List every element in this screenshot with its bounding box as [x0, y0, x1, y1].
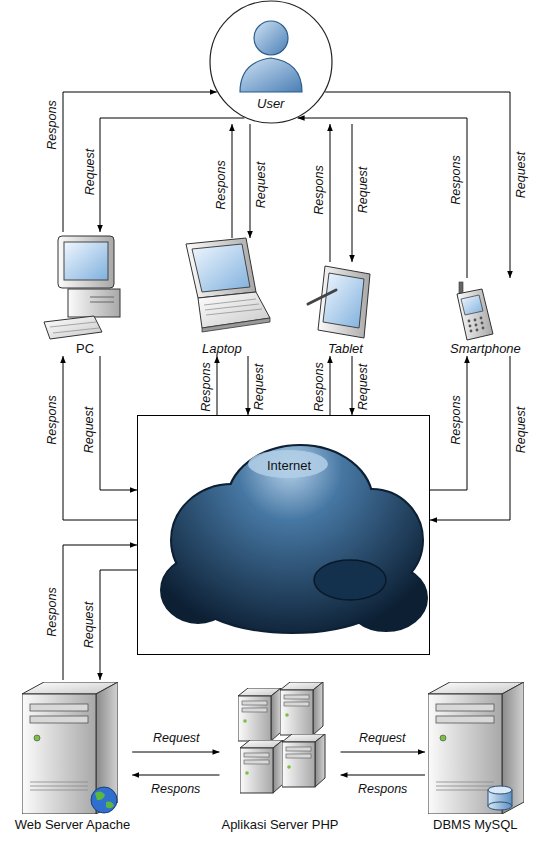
edge-label: Respons: [214, 159, 228, 210]
node-label: Aplikasi Server PHP: [221, 817, 338, 832]
request-response-arrow: [100, 570, 137, 680]
edge-label: Request: [83, 148, 97, 197]
request-response-arrow: [132, 775, 219, 776]
edge-label: Request: [82, 406, 96, 455]
smartphone-device: Smartphone: [440, 278, 530, 356]
request-response-arrow: [352, 124, 353, 262]
edge-label: Respons: [357, 782, 408, 796]
edge-label: Request: [82, 601, 96, 650]
request-response-arrow: [298, 118, 467, 278]
node-label: DBMS MySQL: [433, 817, 518, 832]
edge-label: Request: [254, 161, 268, 210]
user-circle: User: [209, 0, 333, 124]
node-label: Tablet: [328, 341, 363, 356]
edge-label: Respons: [449, 154, 463, 205]
edge-label: Respons: [312, 164, 326, 215]
request-response-arrow: [248, 356, 249, 415]
pc-device: PC: [40, 232, 130, 356]
edge-label: Respons: [45, 99, 59, 150]
request-response-arrow: [63, 356, 137, 520]
request-response-arrow: [325, 92, 510, 278]
edge-label: Respons: [199, 361, 213, 412]
request-response-arrow: [63, 92, 217, 232]
tablet-device: Tablet: [305, 262, 385, 356]
node-label: User: [257, 96, 284, 111]
request-response-arrow: [250, 124, 251, 238]
edge-label: Request: [358, 731, 407, 745]
node-label: Web Server Apache: [15, 817, 130, 832]
request-response-arrow: [217, 356, 218, 415]
web-server: Web Server Apache: [13, 680, 132, 832]
database-server: DBMS MySQL: [425, 680, 525, 832]
internet-box: Internet: [137, 415, 430, 655]
edge-label: Request: [356, 363, 370, 412]
app-server: Aplikasi Server PHP: [219, 680, 340, 832]
edge-label: Respons: [45, 394, 59, 445]
request-response-arrow: [430, 356, 510, 520]
edge-label: Request: [252, 363, 266, 412]
edge-label: Respons: [312, 361, 326, 412]
node-label: Internet: [267, 458, 311, 473]
edge-label: Respons: [45, 586, 59, 637]
request-response-arrow: [430, 356, 467, 490]
edge-label: Respons: [150, 782, 201, 796]
edge-label: Request: [152, 731, 201, 745]
edge-label: Request: [356, 166, 370, 215]
laptop-device: Laptop: [172, 238, 272, 356]
node-label: PC: [76, 341, 94, 356]
node-label: Smartphone: [450, 341, 521, 356]
request-response-arrow: [100, 356, 137, 490]
request-response-arrow: [330, 356, 331, 415]
request-response-arrow: [352, 356, 353, 415]
request-response-arrow: [132, 752, 219, 753]
request-response-arrow: [341, 752, 425, 753]
edge-label: Request: [514, 406, 528, 455]
request-response-arrow: [63, 545, 137, 680]
request-response-arrow: [341, 775, 425, 776]
edge-label: Respons: [449, 394, 463, 445]
node-label: Laptop: [202, 341, 242, 356]
request-response-arrow: [330, 124, 331, 262]
request-response-arrow: [100, 118, 244, 232]
request-response-arrow: [232, 124, 233, 238]
edge-label: Request: [514, 151, 528, 200]
